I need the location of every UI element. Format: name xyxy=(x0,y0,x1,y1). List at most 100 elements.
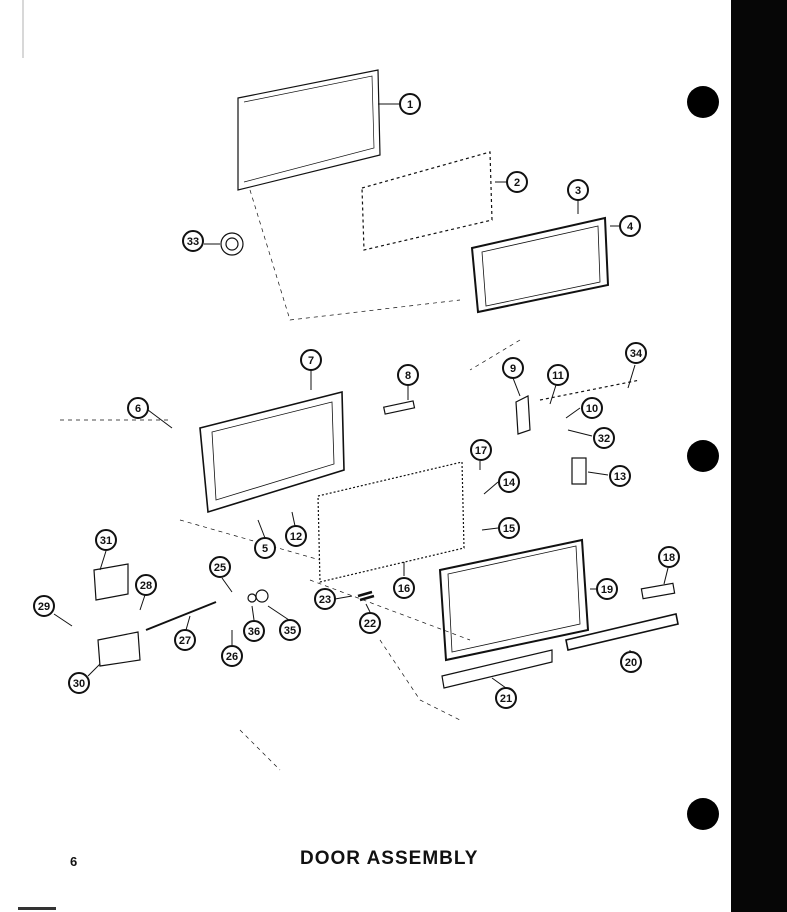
part-20-handle-rail xyxy=(565,613,679,651)
callout-14: 14 xyxy=(498,471,520,493)
part-36-washer xyxy=(247,593,257,603)
part-22-spring xyxy=(357,590,375,602)
callout-25: 25 xyxy=(209,556,231,578)
binder-hole-middle xyxy=(687,440,719,472)
callout-layer: 1 2 3 4 5 6 7 8 9 10 11 12 13 14 15 16 1… xyxy=(33,93,680,709)
callout-27: 27 xyxy=(174,629,196,651)
callout-22-label: 22 xyxy=(364,618,376,630)
callout-15: 15 xyxy=(498,517,520,539)
callout-19: 19 xyxy=(596,578,618,600)
callout-21-label: 21 xyxy=(500,693,512,705)
callout-3-label: 3 xyxy=(575,185,581,197)
page-title: DOOR ASSEMBLY xyxy=(300,848,479,869)
callout-34: 34 xyxy=(625,342,647,364)
callout-15-label: 15 xyxy=(503,523,515,535)
callout-11: 11 xyxy=(547,364,569,386)
callout-32: 32 xyxy=(593,427,615,449)
callout-13-label: 13 xyxy=(614,471,626,483)
part-18-latch xyxy=(640,582,676,600)
callout-9-label: 9 xyxy=(510,363,516,375)
page-number: 6 xyxy=(70,854,78,869)
binder-hole-top xyxy=(687,86,719,118)
part-9-hinge xyxy=(515,395,531,435)
callout-27-label: 27 xyxy=(179,635,191,647)
callout-29-label: 29 xyxy=(38,601,50,613)
callout-23: 23 xyxy=(314,588,336,610)
callout-8: 8 xyxy=(397,364,419,386)
callout-7-label: 7 xyxy=(308,355,314,367)
callout-31-label: 31 xyxy=(100,535,112,547)
callout-11-label: 11 xyxy=(552,370,564,382)
callout-1: 1 xyxy=(399,93,421,115)
callout-35-label: 35 xyxy=(284,625,296,637)
callout-33-label: 33 xyxy=(187,236,199,248)
callout-20: 20 xyxy=(620,651,642,673)
part-13-clip xyxy=(571,457,587,485)
callout-20-label: 20 xyxy=(625,657,637,669)
callout-6-label: 6 xyxy=(135,403,141,415)
callout-36-label: 36 xyxy=(248,626,260,638)
callout-28: 28 xyxy=(135,574,157,596)
callout-12-label: 12 xyxy=(290,531,302,543)
part-2-choke xyxy=(361,151,493,251)
callout-21: 21 xyxy=(495,687,517,709)
part-1-door-panel xyxy=(237,69,381,191)
part-7-inner-frame xyxy=(199,390,345,514)
callout-4-label: 4 xyxy=(627,221,634,233)
callout-35: 35 xyxy=(279,619,301,641)
part-8-bracket xyxy=(382,400,416,415)
callout-31: 31 xyxy=(95,529,117,551)
callout-23-label: 23 xyxy=(319,594,331,606)
callout-19-label: 19 xyxy=(601,584,613,596)
callout-2: 2 xyxy=(506,171,528,193)
callout-10: 10 xyxy=(581,397,603,419)
part-30-bracket xyxy=(97,631,141,667)
part-33-fitting xyxy=(220,232,244,256)
callout-30-label: 30 xyxy=(73,678,85,690)
callout-33: 33 xyxy=(182,230,204,252)
part-35-nut xyxy=(255,589,269,603)
callout-18: 18 xyxy=(658,546,680,568)
callout-13: 13 xyxy=(609,465,631,487)
part-19-outer-frame xyxy=(438,538,590,662)
callout-34-label: 34 xyxy=(630,348,643,360)
callout-3: 3 xyxy=(567,179,589,201)
part-3-window-frame xyxy=(470,216,610,314)
callout-5: 5 xyxy=(254,537,276,559)
binding-edge xyxy=(731,0,787,912)
callout-18-label: 18 xyxy=(663,552,675,564)
callout-22: 22 xyxy=(359,612,381,634)
part-21-trim-strip xyxy=(441,649,553,689)
page-edge-line xyxy=(22,0,24,58)
callout-17: 17 xyxy=(470,439,492,461)
callout-9: 9 xyxy=(502,357,524,379)
binder-hole-bottom xyxy=(687,798,719,830)
callout-14-label: 14 xyxy=(503,477,516,489)
callout-4: 4 xyxy=(619,215,641,237)
callout-32-label: 32 xyxy=(598,433,610,445)
callout-25-label: 25 xyxy=(214,562,226,574)
callout-36: 36 xyxy=(243,620,265,642)
callout-26-label: 26 xyxy=(226,651,238,663)
part-31-bracket xyxy=(93,563,129,601)
callout-30: 30 xyxy=(68,672,90,694)
callout-10-label: 10 xyxy=(586,403,598,415)
callout-16-label: 16 xyxy=(398,583,410,595)
callout-17-label: 17 xyxy=(475,445,487,457)
callout-8-label: 8 xyxy=(405,370,411,382)
callout-1-label: 1 xyxy=(407,99,413,111)
callout-28-label: 28 xyxy=(140,580,152,592)
part-16-inner-panel xyxy=(317,461,465,583)
callout-5-label: 5 xyxy=(262,543,268,555)
callout-29: 29 xyxy=(33,595,55,617)
part-27-rod xyxy=(145,601,217,631)
callout-16: 16 xyxy=(393,577,415,599)
callout-26: 26 xyxy=(221,645,243,667)
callout-6: 6 xyxy=(127,397,149,419)
page-edge-mark xyxy=(18,907,56,910)
callout-7: 7 xyxy=(300,349,322,371)
callout-12: 12 xyxy=(285,525,307,547)
callout-2-label: 2 xyxy=(514,177,520,189)
